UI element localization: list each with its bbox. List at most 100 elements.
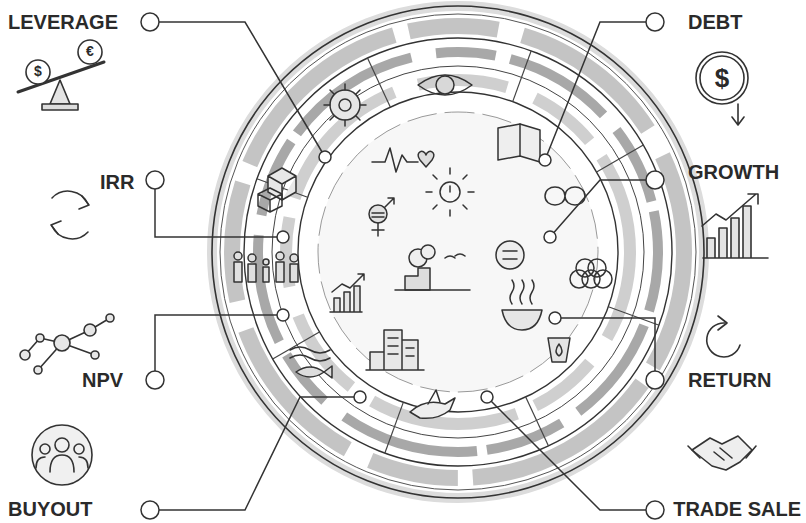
center-icons: [388, 338, 414, 356]
ring-icons: [428, 390, 440, 404]
ring-icons: [234, 252, 298, 282]
wheel-rings: [212, 6, 704, 498]
center-icons: [372, 198, 394, 236]
term-label: LEVERAGE: [8, 11, 118, 33]
ring-icons: [324, 84, 366, 126]
center-icons: [332, 274, 364, 292]
ring-icons: [248, 264, 256, 282]
side-icons: [36, 457, 45, 468]
side-icons: [40, 444, 50, 454]
side-icons: [79, 196, 89, 209]
ring-icons: [290, 264, 298, 282]
leader-lines: [555, 318, 655, 371]
side-icons: [696, 52, 748, 104]
center-icons: [330, 168, 542, 370]
center-icons: [449, 186, 451, 192]
side-icons: [732, 104, 744, 125]
side-icons: [32, 425, 92, 485]
wheel-rings: [298, 92, 618, 412]
wheel-rings: [608, 307, 659, 326]
ring-icons: [498, 124, 540, 162]
wheel-rings: [513, 51, 532, 102]
side-icons: [78, 40, 102, 64]
center-icons: [366, 330, 424, 370]
wheel-rings: [220, 14, 696, 490]
leader-ends: [481, 391, 493, 403]
side-icons: [84, 324, 96, 336]
wheel-rings: [212, 6, 704, 498]
ring-icons: [248, 254, 256, 262]
side-icons: [25, 318, 110, 370]
leader-ends: [646, 501, 664, 519]
leader-ends: [544, 231, 556, 243]
ring-icons: [418, 151, 434, 167]
leader-ends: [277, 231, 289, 243]
leader-lines: [155, 22, 655, 510]
ring-icons: [263, 267, 269, 282]
wheel-rings: [385, 402, 404, 453]
side-icons: [79, 457, 88, 468]
leader-ends: [549, 312, 561, 324]
leader-ends: [141, 501, 159, 519]
side-icons: [42, 104, 78, 110]
side-icons: [34, 366, 42, 374]
ring-icons: [290, 254, 298, 262]
center-icons: [421, 245, 435, 259]
ring-icons: [503, 251, 517, 259]
wheel-rings: [257, 51, 659, 453]
term-label: TRADE SALE: [673, 498, 801, 520]
leader-ends: [539, 154, 551, 166]
leader-lines: [159, 22, 325, 157]
term-label: NPV: [82, 369, 123, 391]
leader-lines: [155, 189, 283, 237]
ring-icons: [296, 366, 332, 378]
center-icons: [405, 268, 430, 290]
side-icons: [36, 334, 44, 342]
wheel-rings: [286, 80, 630, 424]
term-label: DEBT: [688, 11, 742, 33]
ring-icons: [588, 259, 606, 277]
leader-lines: [487, 397, 646, 510]
center-icons: [502, 310, 542, 330]
ring-icons: [234, 262, 242, 282]
currency-symbol: $: [34, 64, 42, 79]
ring-icons: [545, 187, 585, 205]
leader-ends: [646, 171, 664, 189]
side-icons: [20, 314, 114, 374]
currency-symbol: €: [86, 44, 94, 59]
ring-icons: [570, 270, 588, 288]
center-icons: [395, 254, 470, 290]
leader-ends: [319, 151, 331, 163]
ring-icons: [436, 76, 454, 94]
ring-icons: [519, 124, 521, 156]
side-icons: [26, 60, 50, 84]
side-icons: [20, 350, 30, 360]
term-label: GROWTH: [688, 161, 779, 183]
center-icons: [426, 168, 474, 216]
leader-ends: [354, 391, 366, 403]
term-label: IRR: [100, 171, 134, 193]
leader-ends: [146, 371, 164, 389]
ring-icons: [234, 75, 612, 418]
side-icons: [688, 446, 756, 460]
leader-ends: [646, 371, 664, 389]
leader-lines: [550, 180, 646, 237]
side-icons: [55, 438, 69, 452]
side-icons: [51, 221, 61, 234]
leader-lines: [159, 397, 360, 510]
term-label: BUYOUT: [8, 498, 92, 520]
wheel-rings: [318, 112, 598, 392]
leader-ends: [146, 171, 164, 189]
wheel-rings: [232, 26, 684, 478]
ring-icons: [276, 262, 284, 282]
ring-icons: [372, 148, 418, 172]
ring-icons: [410, 398, 455, 418]
leader-ends: [646, 13, 664, 31]
leader-ends: [141, 13, 159, 31]
wheel-rings: [244, 38, 672, 466]
wheel-rings: [368, 58, 391, 107]
ring-icons: [339, 99, 351, 111]
side-icons: [106, 314, 114, 322]
ring-icons: [418, 75, 472, 95]
